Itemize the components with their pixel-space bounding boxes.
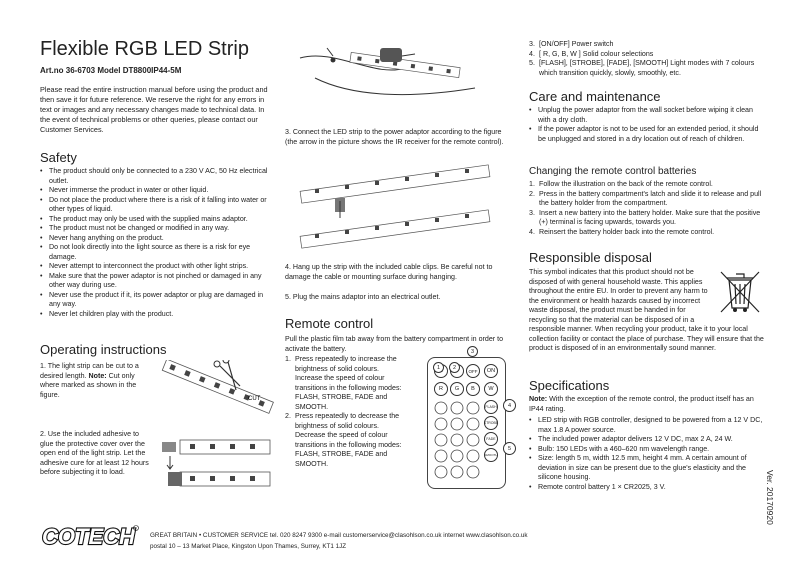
safety-list: The product should only be connected to … bbox=[40, 167, 276, 319]
fade-button: FADE bbox=[484, 432, 498, 446]
care-heading: Care and maintenance bbox=[529, 89, 661, 104]
specs-list: LED strip with RGB controller, designed … bbox=[529, 416, 765, 492]
callout-5: 5 bbox=[503, 442, 516, 455]
list-item: 1.Follow the illustration on the back of… bbox=[529, 180, 713, 188]
color-button-grid bbox=[434, 400, 480, 482]
list-item: The included power adaptor delivers 12 V… bbox=[529, 435, 765, 445]
list-item: Never use the product if it, its power a… bbox=[40, 291, 276, 310]
list-item: Do not place the product where there is … bbox=[40, 196, 276, 215]
list-item: Remote control battery 1 × CR2025, 3 V. bbox=[529, 483, 765, 493]
page-title: Flexible RGB LED Strip bbox=[40, 38, 249, 60]
list-item: If the power adaptor is not to be used f… bbox=[529, 125, 765, 144]
list-item: Bulb: 150 LEDs with a 460–620 nm wavelen… bbox=[529, 445, 765, 455]
intro-text: Please read the entire instruction manua… bbox=[40, 85, 268, 134]
list-item: 1.Press repeatedly to increase the brigh… bbox=[285, 355, 402, 411]
step-5: 5. Plug the mains adaptor into an electr… bbox=[285, 293, 441, 301]
cut-label: CUT bbox=[248, 396, 261, 402]
callout-1: 1 bbox=[433, 362, 444, 373]
footer-address: postal 10 – 13 Market Place, Kingston Up… bbox=[150, 543, 347, 550]
weee-bin-icon bbox=[715, 268, 765, 316]
disposal-text: This symbol indicates that this product … bbox=[529, 268, 765, 352]
list-item: 2.Press in the battery compartment's lat… bbox=[529, 189, 762, 208]
cable-clips-illustration bbox=[299, 164, 491, 249]
list-item: 4.Reinsert the battery holder back into … bbox=[529, 227, 715, 236]
list-item: 3.[ON/OFF] Power switch bbox=[529, 40, 614, 48]
callout-2: 2 bbox=[449, 362, 460, 373]
white-button: W bbox=[484, 382, 498, 396]
strobe-button: STROBE bbox=[484, 416, 498, 430]
list-item: LED strip with RGB controller, designed … bbox=[529, 416, 765, 435]
cotech-logo: COTECH bbox=[40, 522, 139, 550]
list-item: 5.[FLASH], [STROBE], [FADE], [SMOOTH] Li… bbox=[529, 59, 755, 77]
list-item: Never let children play with the product… bbox=[40, 310, 276, 320]
safety-heading: Safety bbox=[40, 150, 77, 165]
remote-illustration: ▲ ▼ OFF ON R G B W FLASH STROBE FADE SMO… bbox=[427, 357, 506, 489]
step-4: 4. Hang up the strip with the included c… bbox=[285, 263, 493, 281]
remote-intro: Pull the plastic film tab away from the … bbox=[285, 335, 504, 353]
cover-illustration bbox=[162, 439, 271, 487]
list-item: Make sure that the power adaptor is not … bbox=[40, 272, 276, 291]
article-number: Art.no 36-6703 Model DT8800IP44-5M bbox=[40, 66, 182, 75]
list-item: Never immerse the product in water or ot… bbox=[40, 186, 276, 196]
red-button: R bbox=[434, 382, 448, 396]
list-item: The product must not be changed or modif… bbox=[40, 224, 276, 234]
list-item: Size: length 5 m, width 12.5 mm, height … bbox=[529, 454, 765, 483]
list-item: Never hang anything on the product. bbox=[40, 234, 276, 244]
logo-text: COTECH bbox=[42, 524, 136, 549]
blue-button: B bbox=[466, 382, 480, 396]
green-button: G bbox=[450, 382, 464, 396]
specs-heading: Specifications bbox=[529, 378, 610, 393]
remote-heading: Remote control bbox=[285, 316, 374, 331]
power-adaptor-illustration bbox=[299, 47, 476, 96]
callout-4: 4 bbox=[503, 399, 516, 412]
step-3: 3. Connect the LED strip to the power ad… bbox=[285, 128, 504, 146]
footer-contact: GREAT BRITAIN • CUSTOMER SERVICE tel. 02… bbox=[150, 532, 528, 539]
off-button: OFF bbox=[466, 364, 480, 378]
list-item: Do not look directly into the light sour… bbox=[40, 243, 276, 262]
list-item: Never attempt to interconnect the produc… bbox=[40, 262, 276, 272]
remote-list-right: 3.[ON/OFF] Power switch 4.[ R, G, B, W ]… bbox=[529, 40, 765, 78]
smooth-button: SMOOTH bbox=[484, 448, 498, 462]
list-item: The product should only be connected to … bbox=[40, 167, 276, 186]
list-item: 4.[ R, G, B, W ] Solid colour selections bbox=[529, 49, 654, 58]
care-list: Unplug the power adaptor from the wall s… bbox=[529, 106, 765, 144]
list-item: 2.Press repeatedly to decrease the brigh… bbox=[285, 412, 402, 468]
remote-list-left: 1.Press repeatedly to increase the brigh… bbox=[285, 355, 407, 469]
operating-heading: Operating instructions bbox=[40, 342, 167, 357]
disposal-heading: Responsible disposal bbox=[529, 250, 652, 265]
cut-strip-illustration: CUT bbox=[161, 360, 274, 414]
list-item: 3.Insert a new battery into the battery … bbox=[529, 208, 761, 227]
battery-list: 1.Follow the illustration on the back of… bbox=[529, 180, 765, 237]
list-item: The product may only be used with the su… bbox=[40, 215, 276, 225]
version-label: Ver. 20170920 bbox=[765, 470, 775, 525]
specs-note: Note: With the exception of the remote c… bbox=[529, 395, 754, 413]
step-1: 1. The light strip can be cut to a desir… bbox=[40, 362, 139, 399]
flash-button: FLASH bbox=[484, 400, 498, 414]
callout-3: 3 bbox=[467, 346, 478, 357]
list-item: Unplug the power adaptor from the wall s… bbox=[529, 106, 765, 125]
on-button: ON bbox=[484, 364, 498, 378]
step-2: 2. Use the included adhesive to glue the… bbox=[40, 430, 149, 476]
battery-heading: Changing the remote control batteries bbox=[529, 166, 697, 177]
